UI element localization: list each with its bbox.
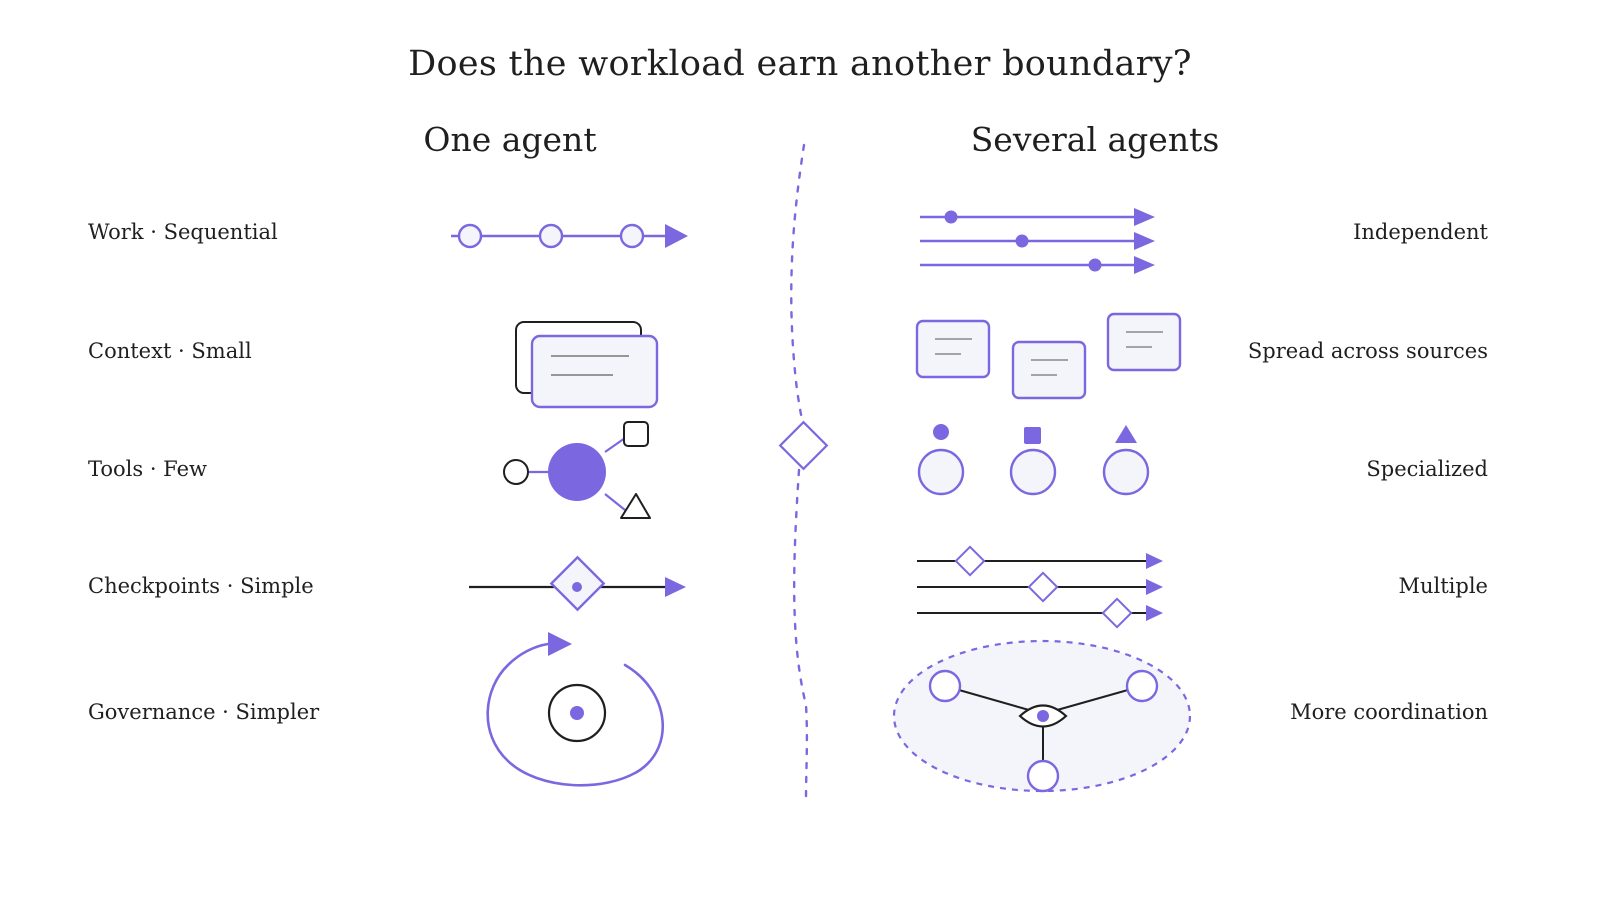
row-label-context: Context · Small: [88, 339, 252, 363]
divider-diamond-icon: [778, 420, 829, 471]
specialized-nodes-icon: [917, 424, 1150, 496]
coordination-network-icon: [892, 639, 1192, 793]
column-heading-several-agents: Several agents: [970, 120, 1220, 159]
loop-icon: [486, 632, 664, 787]
tool-hub-icon: [503, 421, 651, 519]
row-label-checkpoints: Checkpoints · Simple: [88, 574, 314, 598]
column-heading-one-agent: One agent: [423, 120, 597, 159]
parallel-lanes-icon: [920, 208, 1155, 274]
row-label-governance: Governance · Simpler: [88, 700, 320, 724]
row-label-multiple: Multiple: [1398, 574, 1489, 598]
diagram-title: Does the workload earn another boundary?: [408, 44, 1192, 84]
multiple-checkpoints-icon: [917, 545, 1163, 629]
row-label-work: Work · Sequential: [88, 220, 278, 244]
row-label-spread-across-sources: Spread across sources: [1247, 339, 1488, 363]
stacked-cards-icon: [515, 321, 659, 409]
divider-line: [790, 143, 809, 802]
row-label-specialized: Specialized: [1366, 457, 1488, 481]
row-label-tools: Tools · Few: [88, 457, 208, 481]
single-checkpoint-icon: [469, 555, 686, 612]
sequential-steps-icon: [451, 223, 688, 249]
row-label-more-coordination: More coordination: [1290, 700, 1488, 724]
scattered-cards-icon: [915, 312, 1182, 400]
row-label-independent: Independent: [1353, 220, 1488, 244]
